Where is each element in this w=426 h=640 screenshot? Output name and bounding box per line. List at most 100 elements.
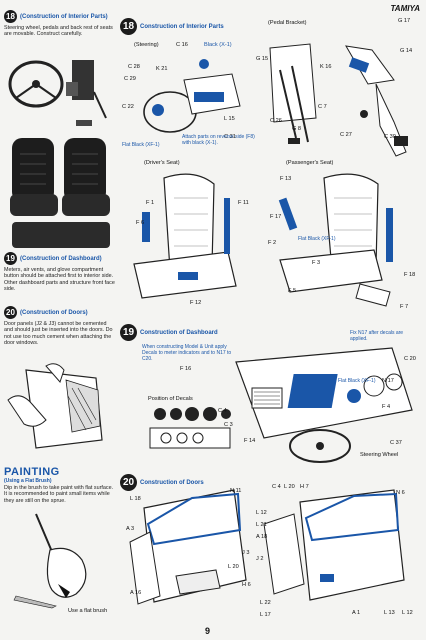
page-number: 9 [205, 626, 211, 636]
part-label: L 22 [260, 600, 271, 606]
left-column: 18 (Construction of Interior Parts) Stee… [4, 4, 116, 620]
section-title: Construction of Interior Parts [140, 23, 224, 30]
right-section-20-header: 20 Construction of Doors [120, 474, 204, 491]
dashboard-note-left: When constructing Model & Unit apply Dec… [142, 344, 232, 362]
flat-black-note-dash: Flat Black (XF-1) [338, 378, 376, 384]
dashboard-note-right: Fix N17 after decals are applied. [350, 330, 404, 342]
part-label: H 6 [242, 582, 251, 588]
part-label: C 22 [122, 104, 134, 110]
part-label: F 1 [146, 200, 155, 206]
part-label: F 6 [136, 220, 145, 226]
painting-hand-illustration [13, 513, 87, 609]
right-section-18-header: 18 Construction of Interior Parts [120, 18, 224, 35]
step-number: 19 [120, 324, 137, 341]
part-label: G 17 [398, 18, 411, 24]
part-label: F 2 [268, 240, 277, 246]
part-label: K 21 [156, 66, 168, 72]
part-label: J 2 [256, 556, 264, 562]
steering-wheel-label: Steering Wheel [360, 452, 399, 458]
step-number: 20 [4, 306, 17, 319]
part-label: A 18 [256, 534, 268, 540]
part-label: F 3 [312, 260, 321, 266]
part-label: C 30 [384, 134, 396, 140]
part-label: N 6 [396, 490, 405, 496]
part-label: L 18 [130, 496, 141, 502]
part-label: C 4 [218, 408, 227, 414]
part-label: F 16 [180, 366, 192, 372]
part-label: F 14 [244, 438, 256, 444]
decals-label: Position of Decals [148, 396, 193, 402]
flat-black-note: Flat Black (XF-1) [122, 142, 160, 148]
part-label: C 29 [124, 76, 136, 82]
step-number: 18 [120, 18, 137, 35]
part-label: F 17 [270, 214, 282, 220]
part-label: C 28 [128, 64, 140, 70]
part-label: G 14 [400, 48, 413, 54]
steering-pedal-illustration [8, 60, 107, 126]
part-label: F 4 [382, 404, 391, 410]
left-section-19: 19 (Construction of Dashboard) Meters, a… [4, 252, 116, 293]
part-label: C 16 [176, 42, 188, 48]
left-section-18: 18 (Construction of Interior Parts) Stee… [4, 10, 116, 38]
part-label: A 3 [126, 526, 135, 532]
section-body: Meters, air vents, and glove compartment… [4, 267, 115, 293]
part-label: L 20 [284, 484, 295, 490]
section-title: Construction of Doors [140, 479, 204, 486]
part-label: N 17 [382, 378, 394, 384]
brand-logo: TAMIYA [390, 4, 420, 13]
seats-photo-illustration [10, 138, 110, 248]
part-label: C 20 [404, 356, 416, 362]
part-label: G 15 [256, 56, 269, 62]
door-assembly-illustration [7, 363, 103, 449]
part-label: A 1 [352, 610, 361, 616]
painting-section: PAINTING (Using a Flat Brush) Dip in the… [4, 466, 116, 504]
part-label: F 18 [404, 272, 416, 278]
part-label: F 12 [190, 300, 202, 306]
part-label: G 8 [292, 126, 302, 132]
part-label: C 31 [224, 134, 236, 140]
steering-label: (Steering) [134, 42, 159, 48]
part-label: F 7 [400, 304, 409, 310]
pedal-bracket-label: (Pedal Bracket) [268, 20, 307, 26]
section-title: Construction of Dashboard [140, 329, 218, 336]
passengers-seat-label: (Passenger's Seat) [286, 160, 334, 166]
painting-caption: Use a flat brush [68, 608, 108, 614]
part-label: K 16 [320, 64, 332, 70]
part-label: F 11 [238, 200, 249, 206]
right-section-19-header: 19 Construction of Dashboard [120, 324, 218, 341]
part-label: C 4 [272, 484, 281, 490]
dashboard-diagram [149, 347, 413, 463]
part-label: L 12 [256, 510, 267, 516]
part-label: L 13 [384, 610, 395, 616]
interior-parts-diagram [143, 43, 408, 157]
part-label: C 26 [270, 118, 282, 124]
dash-note: Attach parts on reverse side (F8) with b… [182, 134, 255, 146]
section-body: Steering wheel, pedals and back rest of … [4, 25, 113, 38]
painting-subtitle: (Using a Flat Brush) [4, 478, 52, 484]
part-label: A 16 [130, 590, 142, 596]
painting-title: PAINTING [4, 466, 60, 478]
step-number: 20 [120, 474, 137, 491]
section-title: (Construction of Interior Parts) [20, 13, 108, 20]
part-label: F 13 [280, 176, 292, 182]
painting-body: Dip in the brush to take paint with flat… [4, 485, 114, 504]
right-column: 18 Construction of Interior Parts (Steer… [120, 4, 422, 620]
drivers-seat-label: (Driver's Seat) [144, 160, 180, 166]
part-label: C 37 [390, 440, 402, 446]
part-label: J 3 [242, 550, 250, 556]
seats-diagram [133, 173, 393, 307]
part-label: F 5 [288, 288, 297, 294]
section-title: (Construction of Doors) [20, 309, 88, 316]
part-label: L 15 [224, 116, 235, 122]
section-title: (Construction of Dashboard) [20, 255, 102, 262]
part-label: H 7 [300, 484, 309, 490]
part-label: N 11 [230, 488, 242, 494]
part-label: C 3 [224, 422, 233, 428]
left-section-20: 20 (Construction of Doors) Door panels (… [4, 306, 116, 347]
part-label: L 20 [228, 564, 239, 570]
part-label: L 21 [256, 522, 267, 528]
part-label: C 7 [318, 104, 327, 110]
doors-diagram [129, 489, 405, 605]
step-number: 18 [4, 10, 17, 23]
part-label: L 17 [260, 612, 271, 618]
